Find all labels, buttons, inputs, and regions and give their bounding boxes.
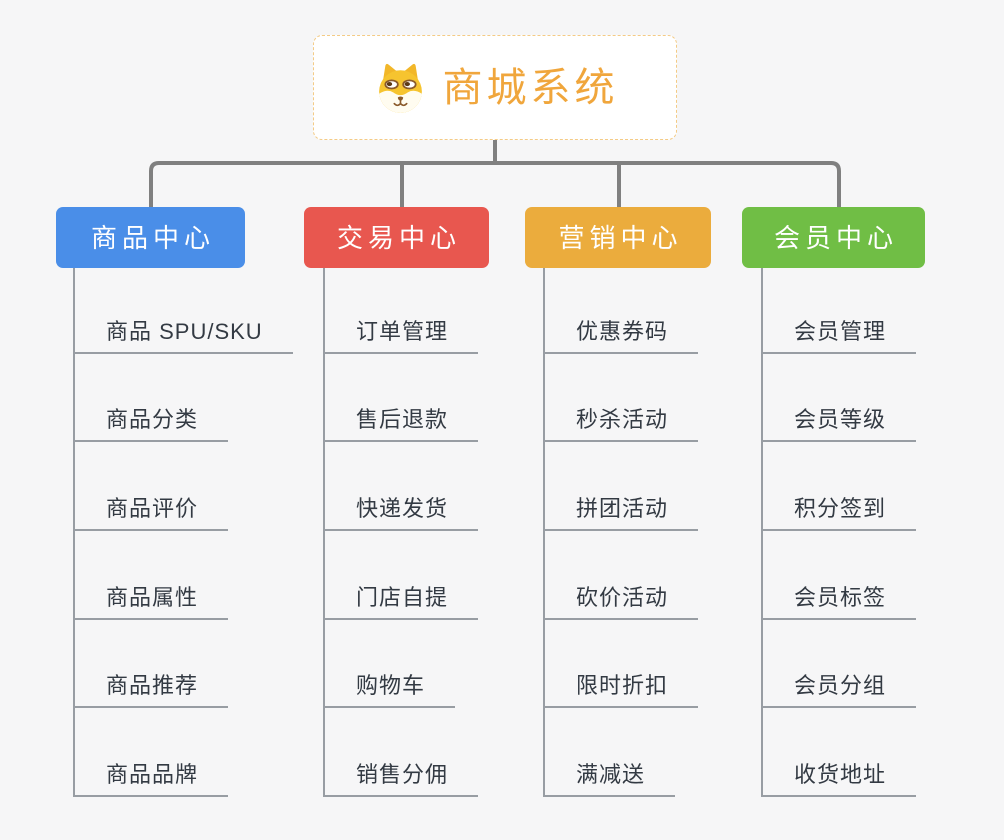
branch-item[interactable]: 商品 SPU/SKU: [73, 317, 293, 354]
branch-item[interactable]: 商品评价: [73, 494, 229, 531]
branch-item[interactable]: 积分签到: [761, 494, 917, 531]
branch-connector-line: [761, 268, 763, 797]
branch-item[interactable]: 商品推荐: [73, 671, 229, 708]
branch-item[interactable]: 门店自提: [323, 583, 479, 620]
branch-item[interactable]: 满减送: [543, 760, 676, 797]
branch-item[interactable]: 会员分组: [761, 671, 917, 708]
branch-item[interactable]: 快递发货: [323, 494, 479, 531]
branch-header-marketing-center[interactable]: 营销中心: [525, 207, 711, 268]
branch-item[interactable]: 商品品牌: [73, 760, 229, 797]
shiba-dog-icon: [378, 63, 422, 113]
branch-header-label: 商品中心: [90, 222, 215, 253]
branch-item[interactable]: 会员管理: [761, 317, 917, 354]
root-title: 商城系统: [442, 65, 619, 110]
branch-item[interactable]: 销售分佣: [323, 760, 479, 797]
branch-header-label: 会员中心: [773, 222, 898, 253]
branch-item[interactable]: 拼团活动: [543, 494, 699, 531]
branch-header-trade-center[interactable]: 交易中心: [304, 207, 489, 268]
branch-connector-line: [323, 268, 325, 797]
branch-item[interactable]: 秒杀活动: [543, 405, 699, 442]
branch-connector-line: [73, 268, 75, 797]
branch-item[interactable]: 会员标签: [761, 583, 917, 620]
branch-header-label: 营销中心: [558, 222, 683, 253]
branch-item[interactable]: 购物车: [323, 671, 456, 708]
branch-item[interactable]: 售后退款: [323, 405, 479, 442]
branch-header-product-center[interactable]: 商品中心: [56, 207, 245, 268]
branch-item[interactable]: 砍价活动: [543, 583, 699, 620]
root-node[interactable]: 商城系统: [313, 35, 677, 140]
branch-item[interactable]: 商品分类: [73, 405, 229, 442]
branch-item[interactable]: 收货地址: [761, 760, 917, 797]
branch-item[interactable]: 会员等级: [761, 405, 917, 442]
branch-item[interactable]: 商品属性: [73, 583, 229, 620]
branch-item[interactable]: 限时折扣: [543, 671, 699, 708]
branch-item[interactable]: 优惠券码: [543, 317, 699, 354]
branch-connector-line: [543, 268, 545, 797]
branch-item[interactable]: 订单管理: [323, 317, 479, 354]
branch-header-label: 交易中心: [336, 222, 461, 253]
branch-header-member-center[interactable]: 会员中心: [742, 207, 925, 268]
